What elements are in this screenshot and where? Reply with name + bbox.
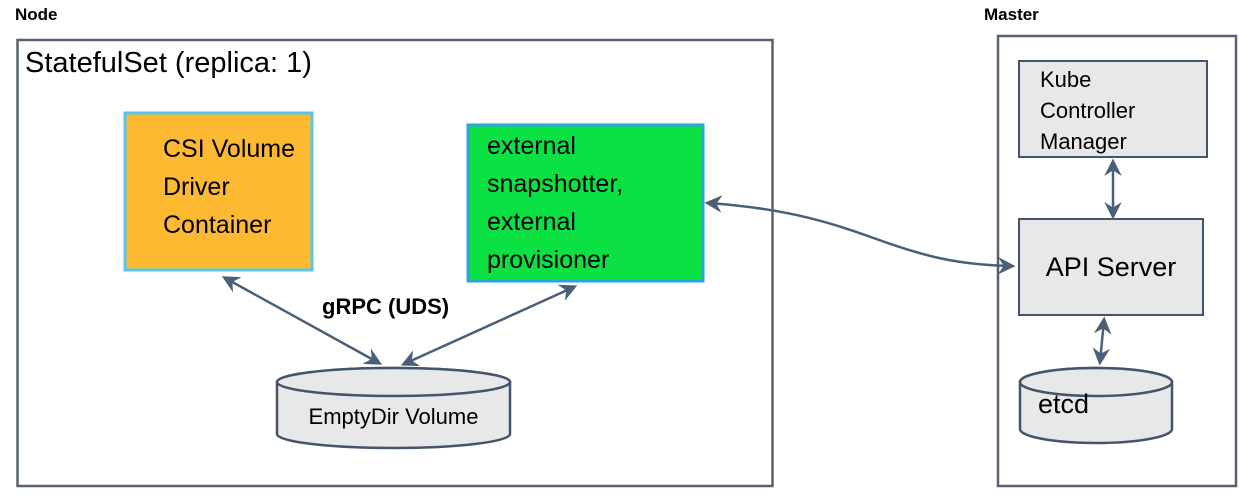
csi-to-emptydir-arrow	[221, 276, 383, 365]
emptydir-volume-label: EmptyDir Volume	[308, 404, 479, 429]
master-section-label: Master	[984, 5, 1039, 24]
kube-controller-manager-box-shape	[1018, 60, 1208, 158]
node-section-label: Node	[15, 5, 58, 24]
api-server-label: API Server	[1045, 252, 1177, 282]
sidecar-to-apiserver-arrow	[704, 195, 1016, 275]
etcd-label: etcd	[1038, 389, 1090, 419]
grpc-uds-label: gRPC (UDS)	[322, 294, 450, 319]
kube-controller-manager-label: Kube Controller Manager	[1040, 67, 1136, 154]
sidecar-to-emptydir-arrow	[400, 284, 578, 367]
statefulset-title: StatefulSet (replica: 1)	[25, 47, 312, 79]
etcd-cylinder-top	[1018, 366, 1174, 398]
sidecar-box-label: external snapshotter, external provision…	[487, 132, 624, 274]
emptydir-cylinder-top	[275, 366, 512, 398]
csi-driver-box-label: CSI Volume Driver Container	[163, 135, 296, 239]
sidecar-box-shape	[466, 123, 705, 283]
apiserver-to-etcd-arrow	[1092, 316, 1112, 366]
api-server-box-shape	[1018, 218, 1204, 316]
csi-driver-box-shape	[123, 111, 314, 272]
